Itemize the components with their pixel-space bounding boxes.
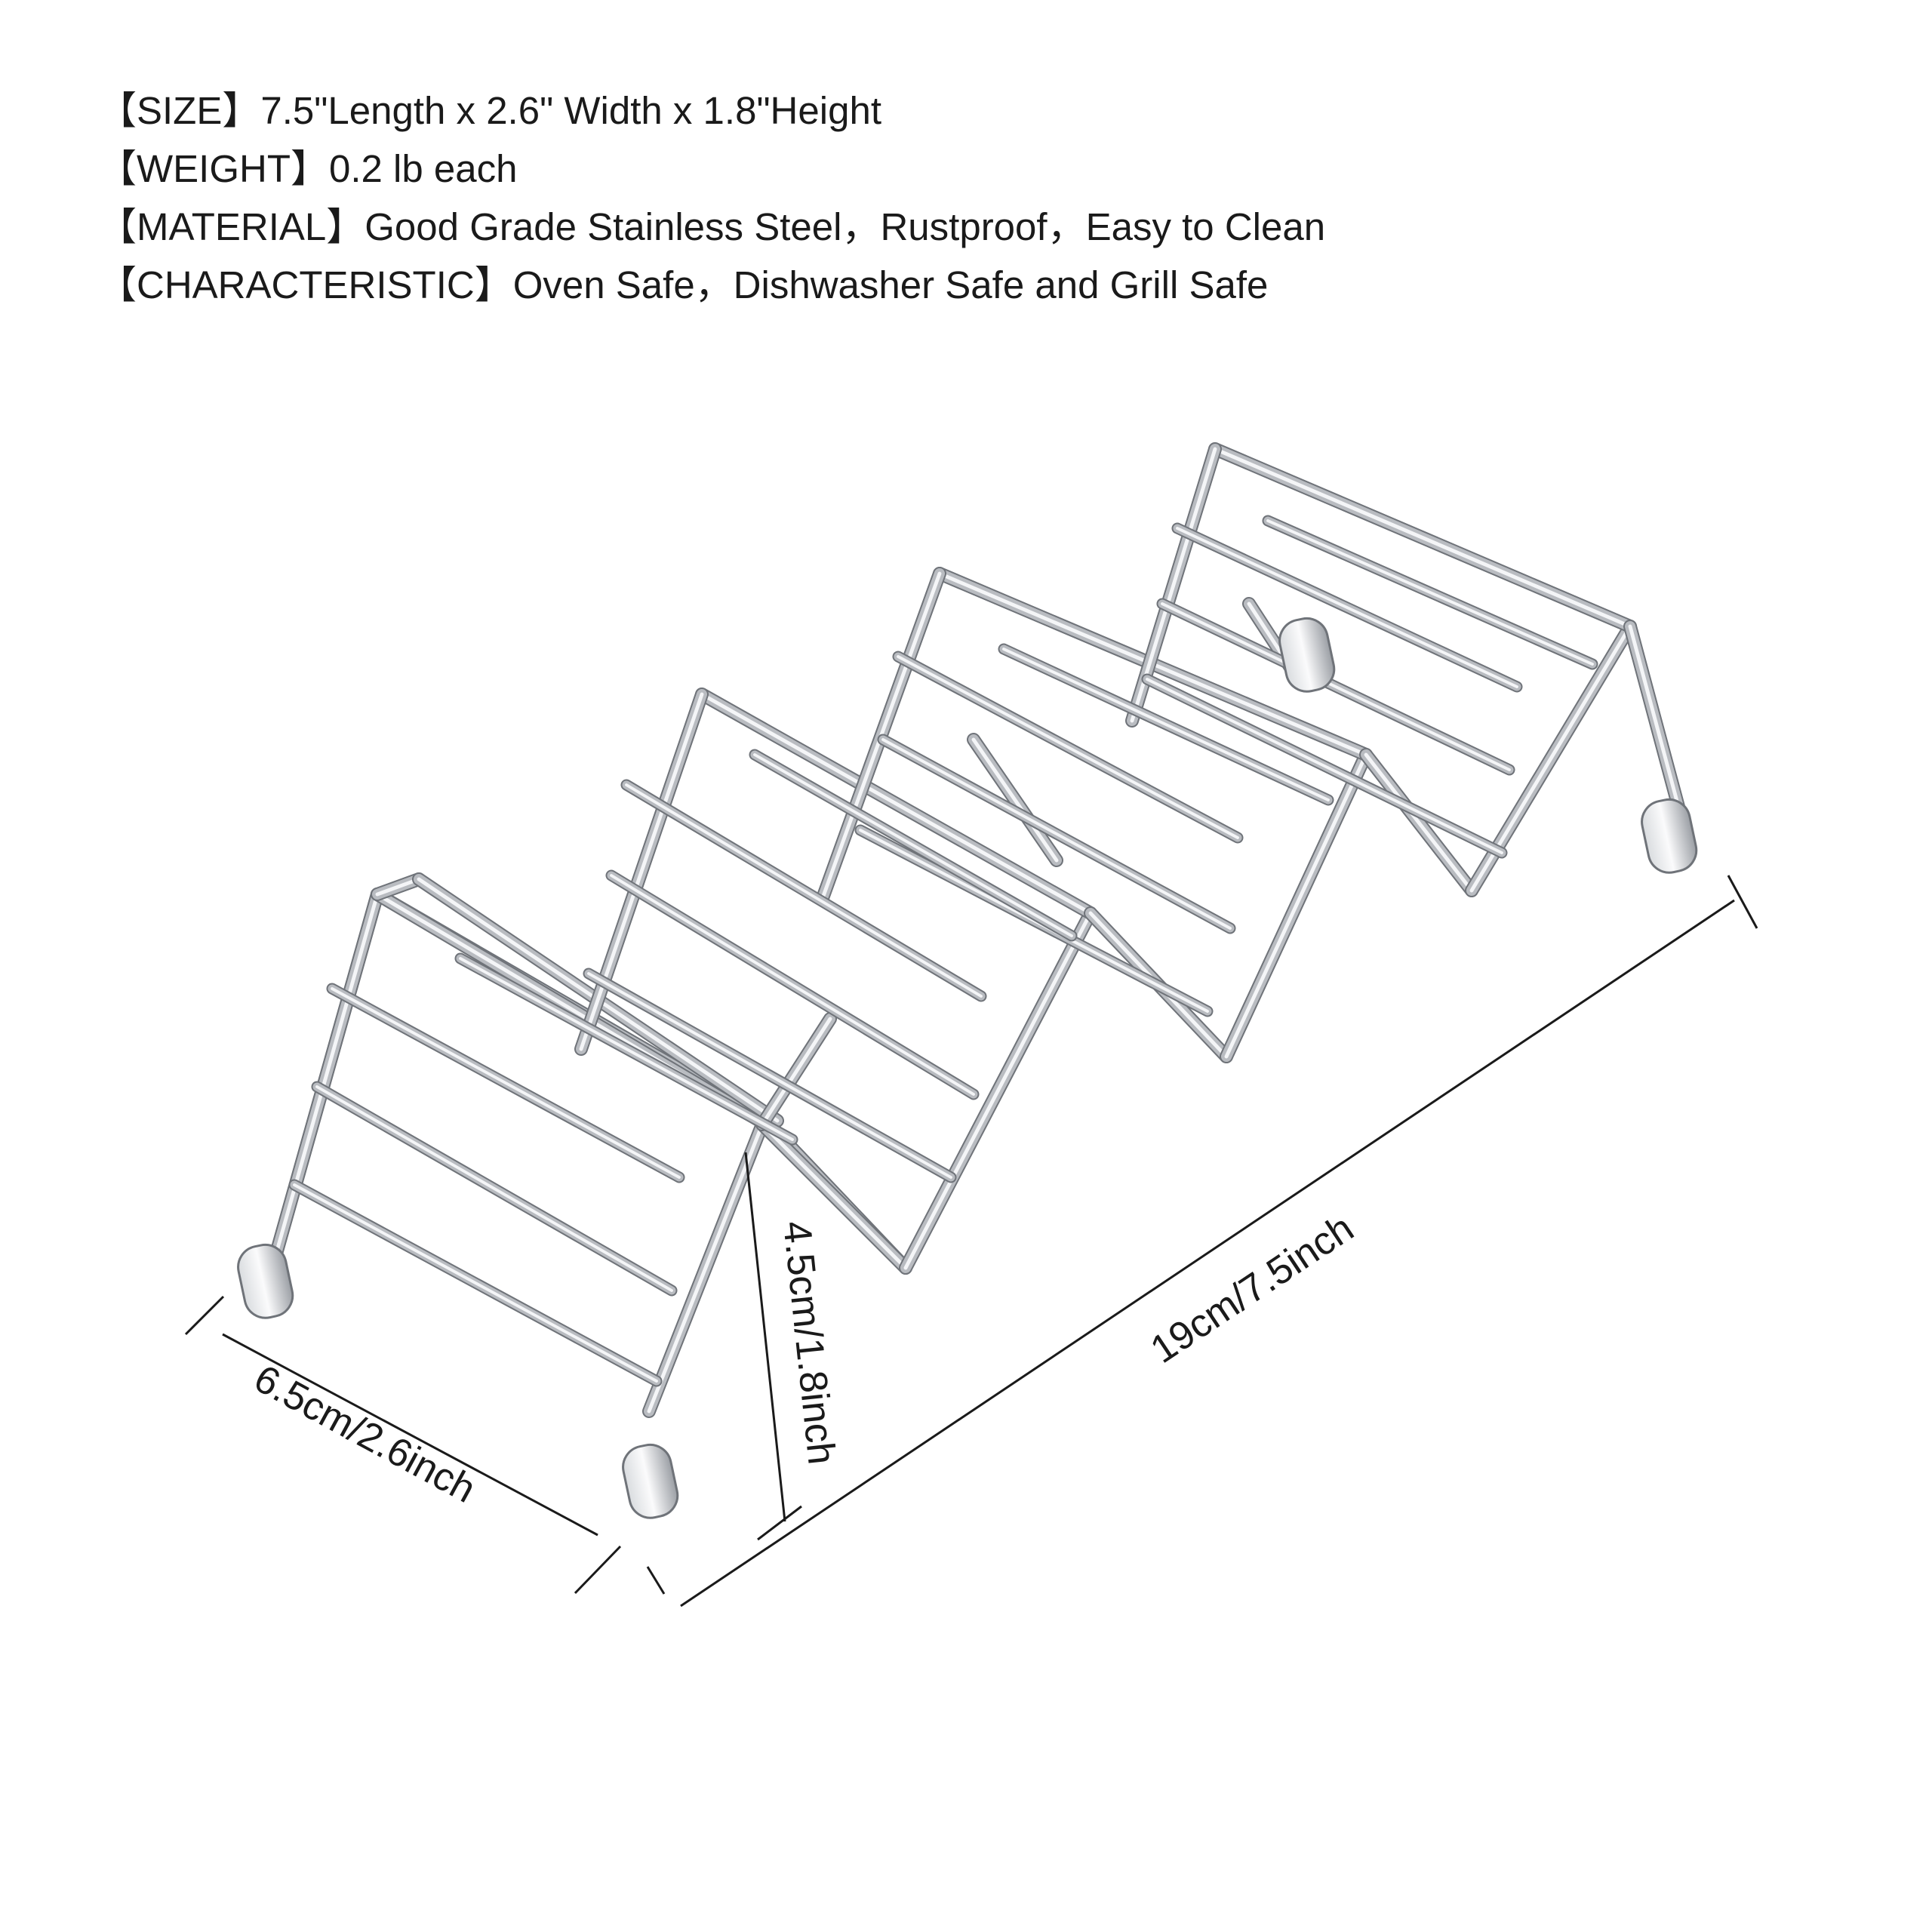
length-dimension-tick-left (646, 1566, 666, 1595)
spec-weight-value: 0.2 lb each (328, 147, 518, 190)
height-dimension-label: 4.5cm/1.8inch (774, 1219, 844, 1466)
spec-size: 【SIZE】7.5"Length x 2.6" Width x 1.8"Heig… (98, 82, 1325, 140)
rack-rail (620, 779, 987, 1002)
rack-rail (583, 968, 957, 1183)
rack-rail (311, 1081, 678, 1297)
spec-weight: 【WEIGHT】0.2 lb each (98, 140, 1325, 198)
rack-rail (326, 983, 685, 1183)
spec-material-value: Good Grade Stainless Steel，Rustproof，Eas… (365, 205, 1326, 248)
foot-cap (1278, 617, 1336, 693)
rack-wire (642, 1118, 769, 1418)
rack-wire (1208, 442, 1637, 633)
spec-characteristic-label: 【CHARACTERISTIC】 (98, 263, 513, 306)
rack-rail (1171, 522, 1523, 693)
spec-weight-label: 【WEIGHT】 (98, 147, 329, 190)
rack-wire (755, 1118, 912, 1275)
taco-rack-product-photo (237, 442, 1698, 1519)
spec-characteristic-value: Oven Safe，Dishwasher Safe and Grill Safe (512, 263, 1269, 306)
rack-rail (749, 749, 1078, 942)
foot-cap (1641, 798, 1698, 874)
spec-characteristic: 【CHARACTERISTIC】Oven Safe，Dishwasher Saf… (98, 256, 1325, 314)
spec-size-value: 7.5"Length x 2.6" Width x 1.8"Height (260, 89, 881, 132)
foot-cap (237, 1243, 294, 1319)
rack-rail (454, 952, 798, 1146)
rack-rail (288, 1179, 663, 1387)
rack-wire (371, 872, 426, 901)
foot-cap (622, 1443, 679, 1519)
rack-wire (899, 906, 1097, 1275)
width-dimension-line (222, 1333, 598, 1537)
spec-size-label: 【SIZE】 (98, 89, 261, 132)
height-dimension-tick-bottom (757, 1505, 802, 1541)
height-dimension: 4.5cm/1.8inch (744, 1152, 844, 1541)
width-dimension-tick-left (184, 1295, 225, 1336)
rack-wire (1359, 748, 1478, 897)
length-dimension-label: 19cm/7.5inch (1143, 1206, 1361, 1372)
length-dimension-tick-right (1727, 875, 1758, 929)
rack-rail (998, 643, 1334, 806)
rack-rail (1262, 515, 1598, 670)
rack-wire (755, 1012, 837, 1131)
height-dimension-line (744, 1152, 786, 1522)
width-dimension-tick-right (574, 1545, 622, 1595)
width-dimension: 6.5cm/2.6inch (184, 1295, 622, 1595)
length-dimension-line (680, 899, 1735, 1607)
rack-rail (877, 734, 1236, 934)
spec-material-label: 【MATERIAL】 (98, 205, 365, 248)
rack-wire (967, 733, 1063, 867)
spec-list: 【SIZE】7.5"Length x 2.6" Width x 1.8"Heig… (98, 82, 1325, 314)
width-dimension-label: 6.5cm/2.6inch (247, 1357, 482, 1512)
rack-rail (1156, 598, 1515, 776)
rack-rail (605, 869, 980, 1100)
spec-material: 【MATERIAL】Good Grade Stainless Steel，Rus… (98, 198, 1325, 256)
rack-wire (1220, 748, 1373, 1063)
rack-rail (892, 651, 1244, 844)
rack-wire (574, 688, 709, 1056)
rack-rail (1141, 673, 1508, 859)
rack-wire (695, 688, 1097, 920)
